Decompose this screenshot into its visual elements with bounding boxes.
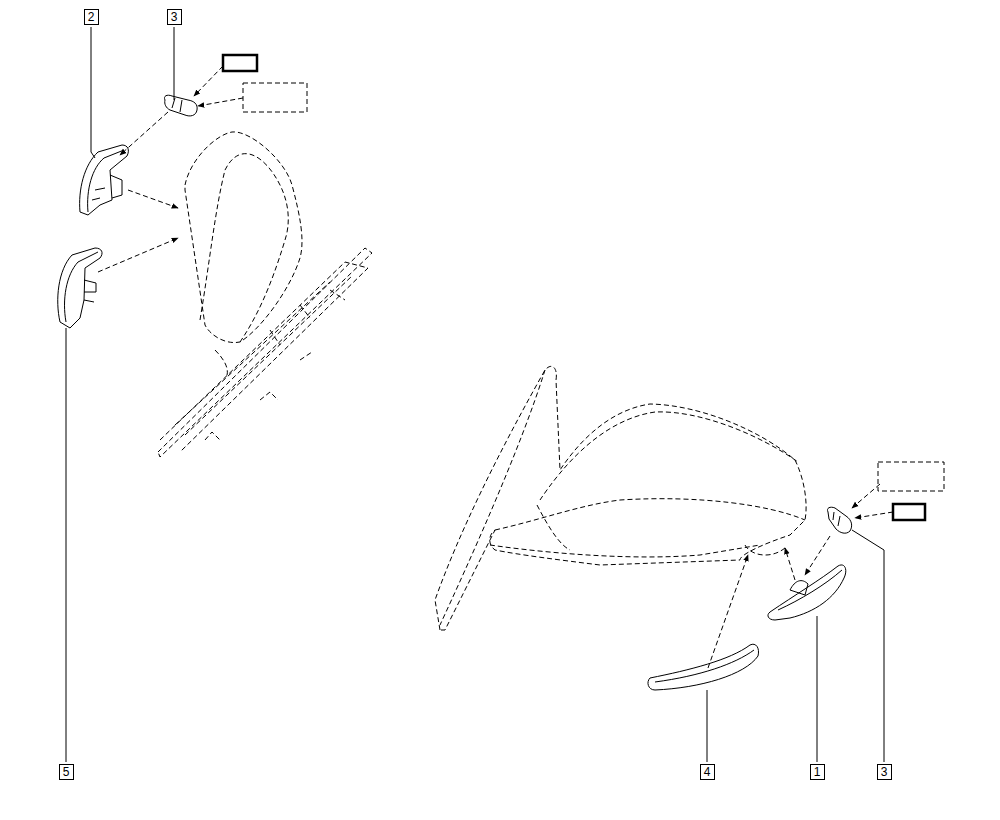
callout-number: 3 (877, 764, 892, 780)
bulb (827, 507, 851, 533)
callout-number: 1 (810, 764, 825, 780)
callout-number: 2 (84, 9, 99, 25)
symbol-box (223, 55, 257, 71)
empty-box (243, 83, 307, 112)
lamp-housing (80, 145, 129, 215)
assembly-arrows (708, 484, 893, 668)
symbol-box (893, 504, 925, 520)
assembly-arrows (98, 66, 243, 272)
callout-number: 3 (167, 9, 182, 25)
mirror-outline (158, 132, 372, 457)
callout-number: 5 (59, 764, 74, 780)
mirror-outline (435, 366, 806, 630)
side-repeater-strip (648, 644, 759, 690)
empty-box (878, 462, 944, 491)
bulb (164, 95, 197, 116)
callout-number: 4 (700, 764, 715, 780)
side-repeater-lens (58, 248, 102, 328)
leader-line (66, 27, 884, 762)
indicator-lens (768, 565, 846, 620)
